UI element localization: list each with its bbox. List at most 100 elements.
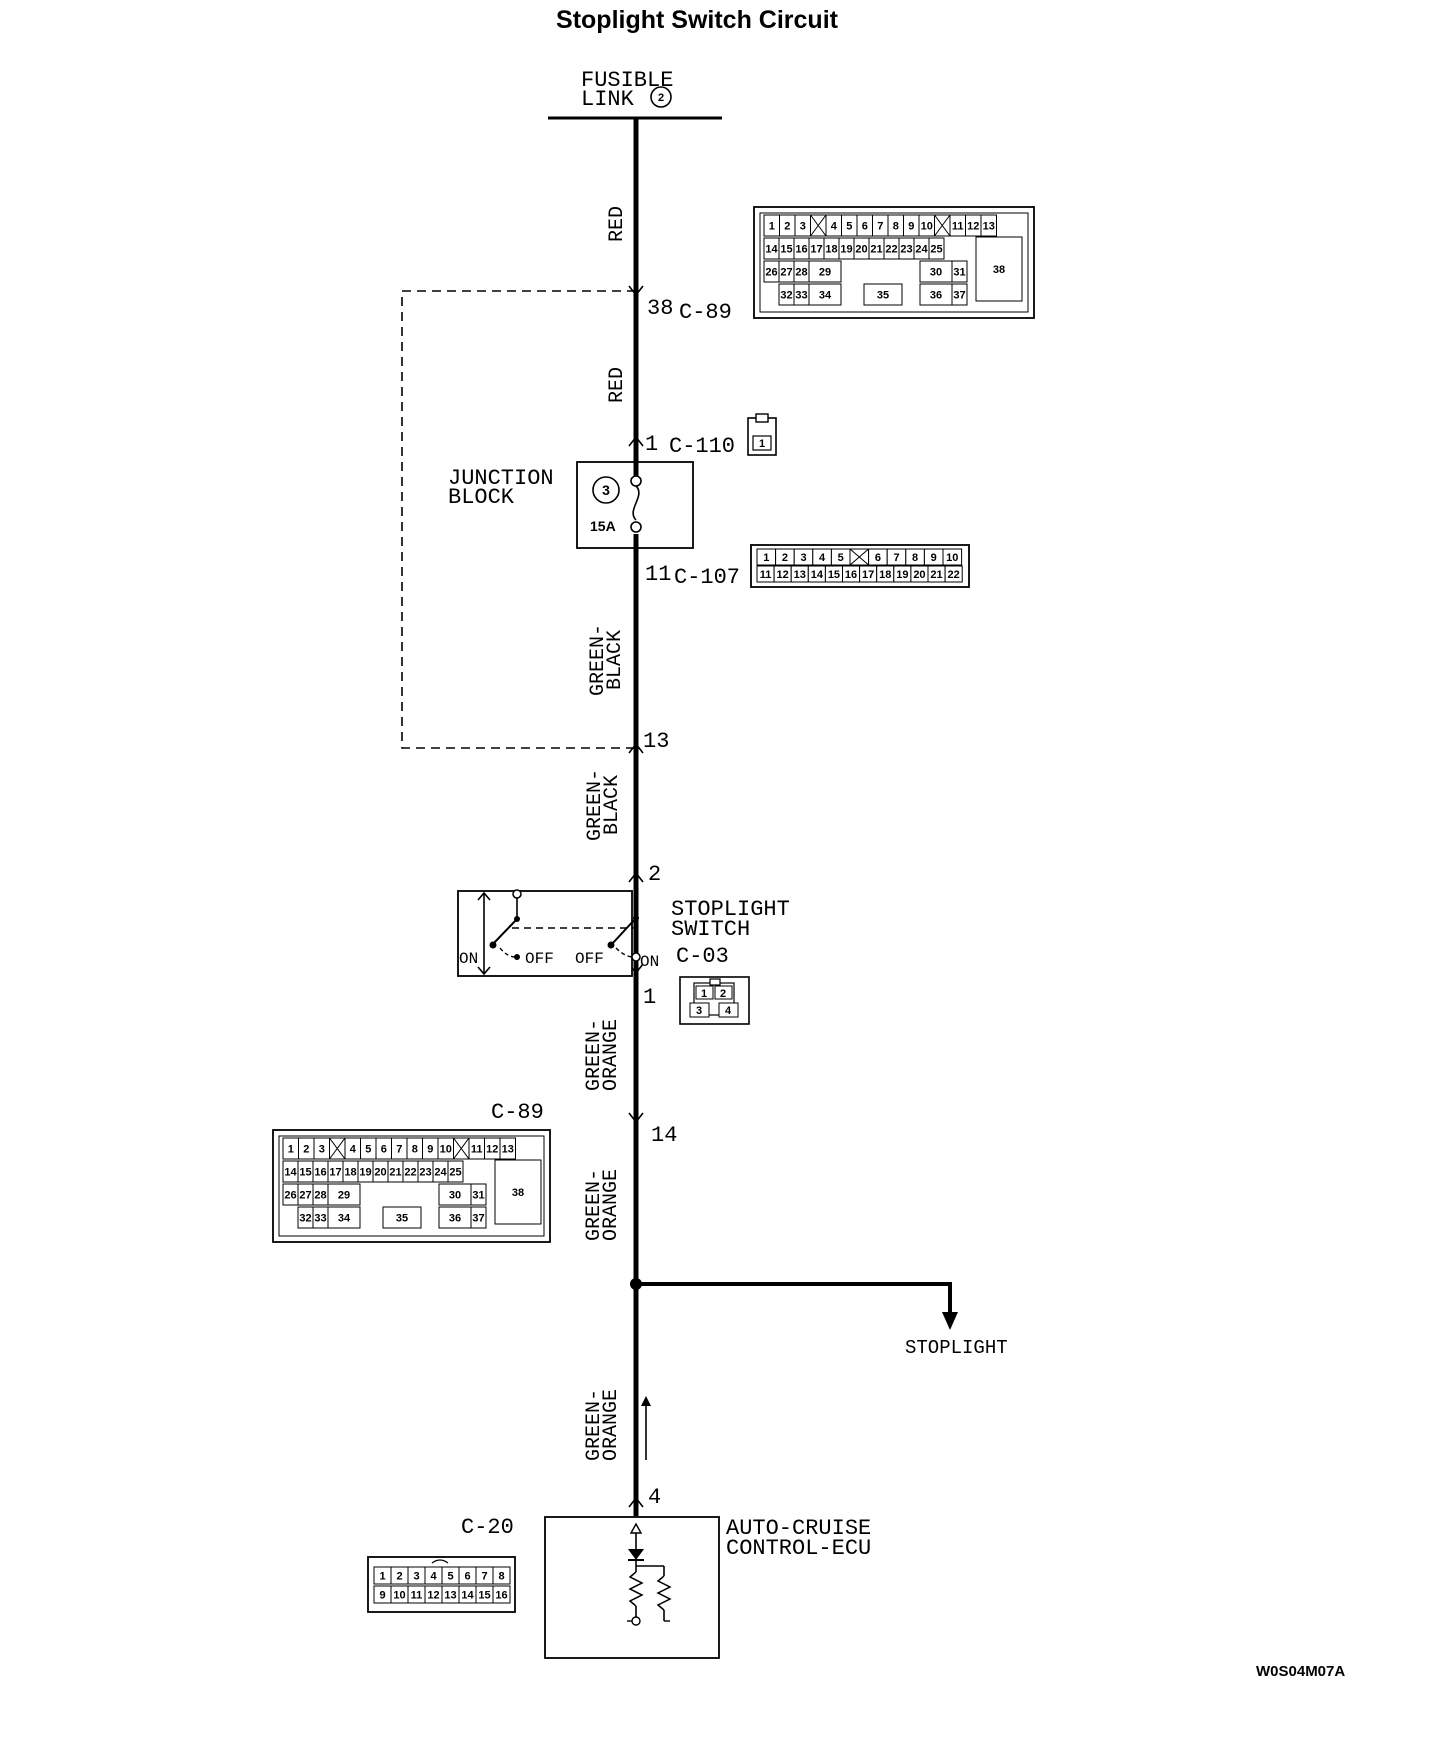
c89-bottom-r2-pin-14: 14 xyxy=(284,1167,297,1179)
terminal-1-c110-pin: 1 xyxy=(645,432,658,457)
c89-top-r4-pin-33: 33 xyxy=(795,290,807,302)
c107-r2-pin-19: 19 xyxy=(896,569,908,581)
c89-bottom-r3-pin-28: 28 xyxy=(314,1190,326,1202)
ecu-label-line1: AUTO-CRUISE xyxy=(726,1516,871,1541)
c89-bottom-r4-pin-37: 37 xyxy=(472,1213,484,1225)
svg-text:BLACK: BLACK xyxy=(601,775,624,835)
c89-top-r1-pin-2: 2 xyxy=(784,221,790,233)
c89-bottom-r3-cell xyxy=(470,1183,487,1206)
c89-top-r1-pin-5: 5 xyxy=(846,221,852,233)
c20-r1-cell xyxy=(492,1566,511,1585)
svg-text:4: 4 xyxy=(725,1005,732,1017)
c20-r2-pin-11: 11 xyxy=(411,1590,423,1602)
c89-bottom-r2-pin-19: 19 xyxy=(359,1167,371,1179)
svg-text:ON: ON xyxy=(459,950,478,968)
c89-bottom-r1-pin-6: 6 xyxy=(381,1144,387,1156)
fuse-number: 3 xyxy=(602,482,610,498)
c107-r2-pin-21: 21 xyxy=(930,569,942,581)
c89-top-r1-pin-1: 1 xyxy=(769,221,775,233)
svg-text:1: 1 xyxy=(701,988,707,1000)
ecu-diode-icon xyxy=(628,1549,644,1560)
c03-connector: 1 2 3 4 xyxy=(679,976,750,1025)
c107-r2-pin-22: 22 xyxy=(948,569,960,581)
c107-r1-pin-6: 6 xyxy=(875,552,881,564)
c89-bottom-big-pin-38: 38 xyxy=(512,1187,524,1199)
c107-r2-pin-20: 20 xyxy=(913,569,925,581)
c89-bottom-r1-pin-4: 4 xyxy=(350,1144,357,1156)
stoplight-switch-label-line1: STOPLIGHT xyxy=(671,897,790,922)
c89-bottom-r1-cell xyxy=(499,1137,516,1160)
c20-r2-pin-12: 12 xyxy=(427,1590,439,1602)
junction-block-label-line2: BLOCK xyxy=(448,485,515,510)
c89-top-r4-cell xyxy=(808,283,842,306)
svg-text:2: 2 xyxy=(720,988,726,1000)
c89-top-r2-pin-24: 24 xyxy=(915,244,928,256)
c89-top-r1-pin-10: 10 xyxy=(921,221,933,233)
c20-r1-pin-2: 2 xyxy=(396,1571,402,1583)
svg-text:GREEN-: GREEN- xyxy=(583,1019,606,1091)
c89-bottom-r2-pin-22: 22 xyxy=(404,1167,416,1179)
c89-bottom-r3-pin-29: 29 xyxy=(338,1190,350,1202)
c89-bottom-r1-pin-12: 12 xyxy=(486,1144,498,1156)
c89-top-r3-pin-29: 29 xyxy=(819,267,831,279)
current-direction-arrow-icon xyxy=(641,1396,651,1460)
c89-top-big-cell xyxy=(975,236,1023,302)
ecu-resistor-1-icon xyxy=(628,1571,644,1607)
c89-top-r1-blank-pin xyxy=(934,214,951,237)
c89-top-r4-pin-36: 36 xyxy=(930,290,942,302)
c107-r1-pin-8: 8 xyxy=(912,552,918,564)
c89-bottom-r4-pin-33: 33 xyxy=(314,1213,326,1225)
ecu-resistor-2-icon xyxy=(656,1575,672,1611)
fuse-rating: 15A xyxy=(590,518,616,534)
c20-r1-pin-4: 4 xyxy=(430,1571,437,1583)
c89-top-r4-pin-34: 34 xyxy=(819,290,832,302)
diagram-code: W0S04M07A xyxy=(1256,1663,1345,1680)
c89-bottom-r2-pin-16: 16 xyxy=(314,1167,326,1179)
wire-label-green-orange-2: GREEN- ORANGE xyxy=(583,1169,623,1241)
c107-r1-cell xyxy=(942,548,963,566)
c89-bottom-r4-cell xyxy=(327,1206,361,1229)
svg-text:GREEN-: GREEN- xyxy=(583,1169,606,1241)
wire-label-green-black-1: GREEN- BLACK xyxy=(587,624,627,696)
wire-label-red-1: RED xyxy=(606,206,629,242)
fusible-link-label-line2: LINK xyxy=(581,87,635,112)
terminal-38-pin: 38 xyxy=(647,296,673,321)
c89-top-r3-cell xyxy=(951,260,968,283)
c89-bottom-r4-pin-36: 36 xyxy=(449,1213,461,1225)
c89-top-r1-pin-12: 12 xyxy=(967,221,979,233)
c89-top-r2-pin-15: 15 xyxy=(780,244,792,256)
fusible-link-label-line1: FUSIBLE xyxy=(581,68,673,93)
c89-top-r4-cell xyxy=(863,283,903,306)
c89-top-r3-pin-31: 31 xyxy=(953,267,965,279)
c89-top-r2-pin-19: 19 xyxy=(840,244,852,256)
stoplight-switch-box xyxy=(457,890,633,977)
c89-bottom-r3-pin-30: 30 xyxy=(449,1190,461,1202)
c89-top-r1-pin-9: 9 xyxy=(908,221,914,233)
c89-bottom-r4-pin-34: 34 xyxy=(338,1213,351,1225)
fusible-link: FUSIBLE LINK 2 xyxy=(548,68,722,120)
c20-r1-pin-6: 6 xyxy=(464,1571,470,1583)
svg-text:GREEN-: GREEN- xyxy=(587,624,610,696)
svg-text:OFF: OFF xyxy=(525,950,554,968)
c89-bottom-r2-pin-25: 25 xyxy=(449,1167,461,1179)
terminal-38-connector: C-89 xyxy=(679,300,732,325)
c89-top-r2-pin-17: 17 xyxy=(810,244,822,256)
c89-top-big-pin-38: 38 xyxy=(993,264,1005,276)
c20-r2-pin-14: 14 xyxy=(461,1590,474,1602)
c110-connector: 1 xyxy=(747,413,777,456)
svg-text:ORANGE: ORANGE xyxy=(600,1169,623,1241)
c89-bottom-r1-pin-9: 9 xyxy=(427,1144,433,1156)
c89-bottom-r1-pin-5: 5 xyxy=(365,1144,371,1156)
c107-r1-pin-5: 5 xyxy=(838,552,844,564)
c89-top-r3-pin-28: 28 xyxy=(795,267,807,279)
c20-r1-pin-7: 7 xyxy=(481,1571,487,1583)
c107-r2-pin-12: 12 xyxy=(777,569,789,581)
c89-top-r2-pin-23: 23 xyxy=(900,244,912,256)
c107-r1-pin-4: 4 xyxy=(819,552,826,564)
fuse-terminal-bottom xyxy=(630,521,642,533)
c89-top-r2-pin-18: 18 xyxy=(825,244,837,256)
c89-bottom-r4-cell xyxy=(382,1206,422,1229)
